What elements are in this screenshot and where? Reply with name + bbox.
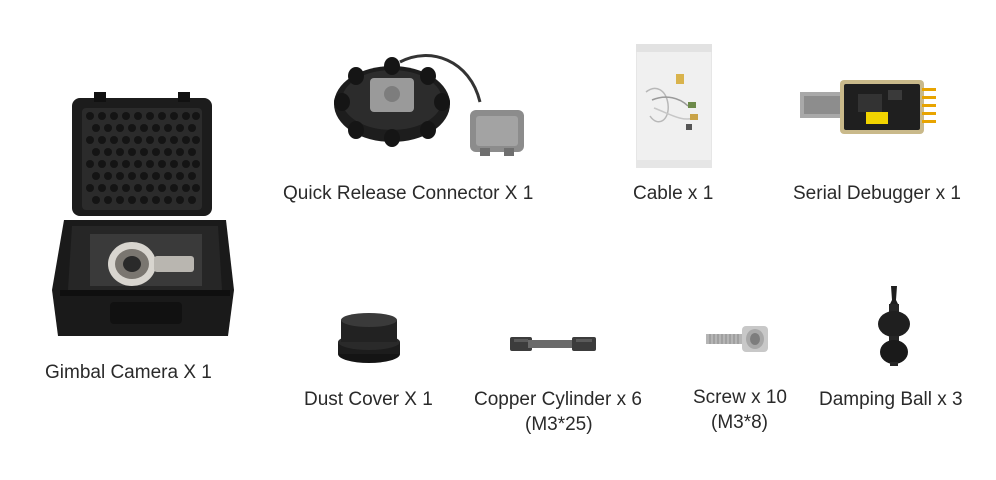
dust-cover-image: [338, 312, 400, 364]
damping-ball-image: [876, 286, 912, 366]
serial-debugger-image: [800, 78, 940, 136]
item-label-copper-cylinder: Copper Cylinder x 6: [474, 389, 642, 410]
item-label-gimbal-camera: Gimbal Camera X 1: [45, 362, 212, 383]
copper-cylinder-image: [510, 334, 596, 354]
item-sublabel-screw: (M3*8): [711, 412, 769, 433]
item-label-quick-release: Quick Release Connector X 1: [283, 183, 534, 204]
item-label-serial-debugger: Serial Debugger x 1: [793, 183, 961, 204]
item-label-dust-cover: Dust Cover X 1: [304, 389, 433, 410]
item-label-screw: Screw x 10: [693, 387, 787, 408]
item-label-cable: Cable x 1: [633, 183, 714, 204]
cable-bag-image: [636, 44, 712, 168]
quick-release-connector-image: [330, 52, 530, 162]
screw-image: [706, 324, 768, 354]
item-label-damping-ball: Damping Ball x 3: [819, 389, 963, 410]
gimbal-camera-case-image: [50, 90, 240, 340]
item-sublabel-copper-cylinder: (M3*25): [525, 414, 593, 435]
